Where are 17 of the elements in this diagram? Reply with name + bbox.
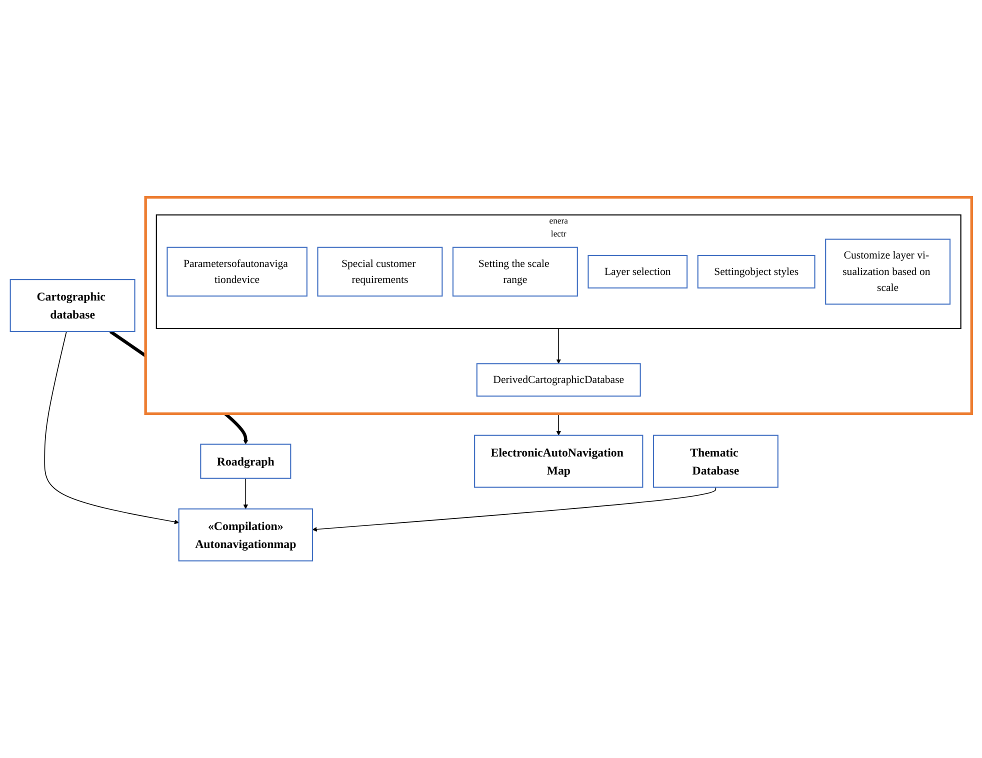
process-box: Layer selection <box>588 254 688 288</box>
process-box: «Compilation» Autonavigationmap <box>178 508 314 562</box>
process-box: Thematic Database <box>652 434 778 488</box>
arrow <box>44 330 180 524</box>
arrow <box>556 413 561 436</box>
arrow <box>312 486 716 532</box>
arrow <box>243 478 248 510</box>
process-box: Setting the scale range <box>452 246 578 296</box>
process-box: Cartographic database <box>10 278 136 332</box>
process-box: Roadgraph <box>200 444 292 479</box>
process-box: Parametersofautonaviga tiondevice <box>166 246 308 296</box>
process-box: Customize layer vi- sualization based on scale <box>825 238 951 305</box>
process-box: DerivedCartographicDatabase <box>476 363 641 397</box>
process-box: Special customer requirements <box>317 246 443 296</box>
process-box: Settingobject styles <box>697 254 816 288</box>
arrow <box>556 328 561 364</box>
process-box: ElectronicAutoNavigation Map <box>474 434 644 488</box>
